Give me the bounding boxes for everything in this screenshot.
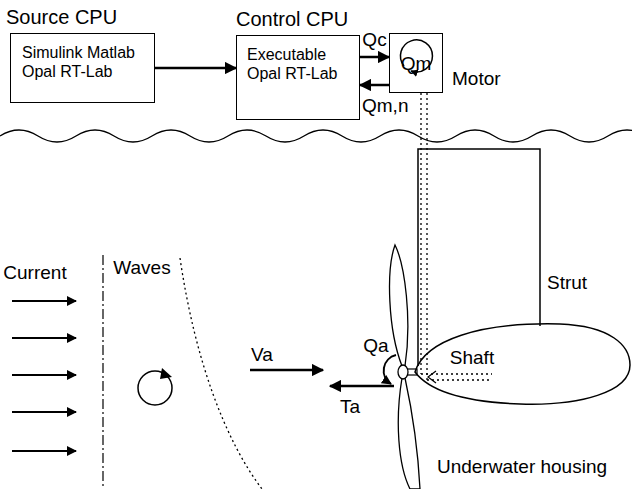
thrust-arrow (330, 385, 394, 388)
flow-label: Waves (113, 257, 170, 279)
signal-name: Qm,n (362, 95, 408, 117)
torque-arrow (384, 355, 396, 384)
box-body: Executable Opal RT-Lab (247, 45, 347, 83)
propeller-blade (398, 378, 420, 489)
current-boundary (102, 255, 103, 489)
signal-arrow (360, 56, 389, 59)
torque-symbol: Qm (401, 53, 432, 75)
wave-front (180, 258, 262, 489)
propeller-hub (398, 365, 408, 379)
signal-arrow (360, 84, 389, 87)
part-name: Shaft (450, 347, 494, 369)
propeller-blade (390, 245, 408, 366)
part-name: Motor (452, 68, 501, 91)
strut-shape-outline (417, 148, 607, 368)
part-name: Strut (547, 272, 587, 295)
box-heading: Source CPU (6, 5, 117, 29)
inflow-arrow (250, 369, 323, 372)
part-name: Underwater housing (437, 456, 607, 479)
shaft-arrowhead (428, 371, 436, 383)
velocity-symbol: Va (251, 344, 273, 366)
water-surface (0, 130, 632, 142)
housing-shape: Underwater housing (412, 320, 632, 485)
box-heading: Control CPU (236, 7, 348, 31)
flow-label: Current (3, 262, 66, 284)
current-arrows (12, 301, 76, 451)
strut-shape: Strut (417, 148, 607, 368)
signal-name: Qc (362, 29, 386, 51)
cpu-box: Control CPUExecutable Opal RT-Lab (236, 35, 360, 120)
strut-shape (418, 149, 540, 366)
housing-shape (415, 324, 630, 404)
cpu-box: Source CPUSimulink Matlab Opal RT-Lab (10, 33, 155, 103)
torque-symbol: Qa (363, 335, 388, 357)
thrust-symbol: Ta (340, 396, 360, 418)
signal-arrow (155, 67, 236, 70)
box-body: Simulink Matlab Opal RT-Lab (22, 43, 147, 81)
orbit-arrowhead (160, 368, 172, 379)
